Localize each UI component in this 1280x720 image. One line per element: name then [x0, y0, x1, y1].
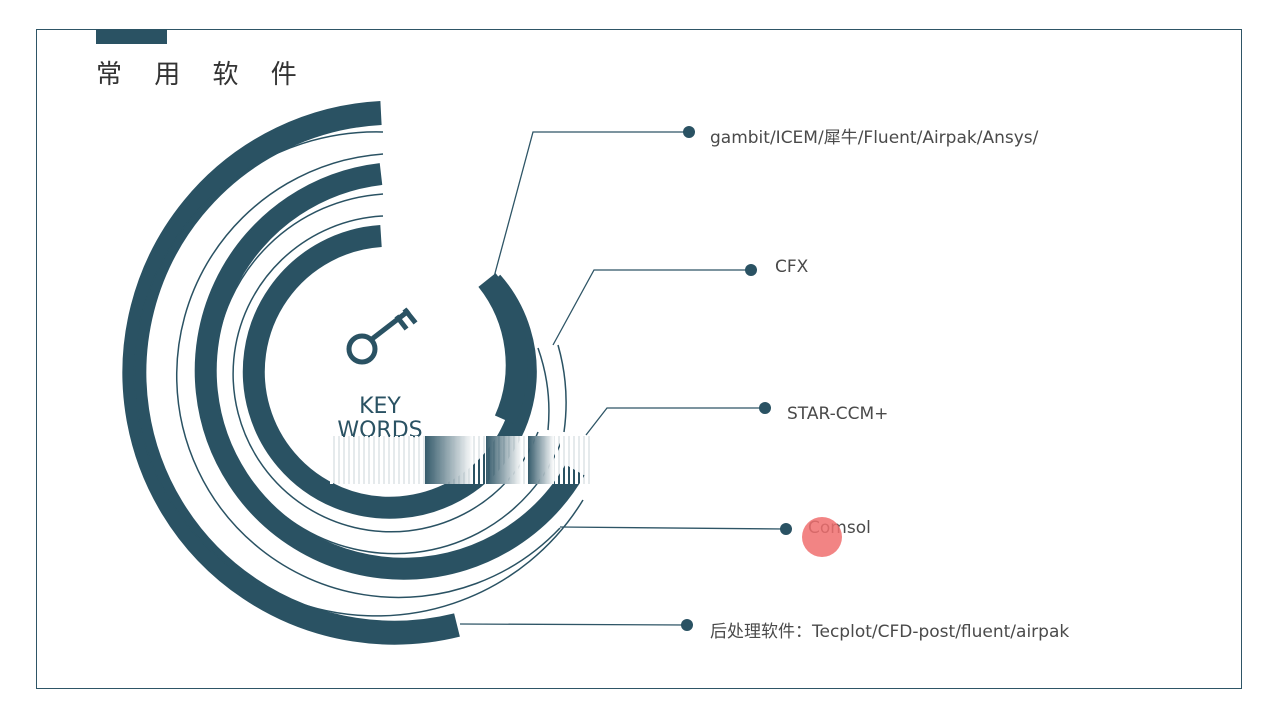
arc-right-hollow: [537, 347, 550, 431]
transition-artifact-block-2: [486, 436, 522, 484]
transition-artifact-block-1: [425, 436, 473, 484]
label-item-5: 后处理软件：Tecplot/CFD-post/fluent/airpak: [710, 622, 1070, 642]
arc-second-thin: [213, 193, 563, 555]
arc-outer-thin: [133, 131, 584, 617]
label-item-1: gambit/ICEM/犀牛/Fluent/Airpak/Ansys/: [710, 128, 1039, 148]
dot-3: [759, 402, 771, 414]
cursor-highlight: [802, 517, 842, 557]
arc-second-thick: [194, 163, 585, 580]
title-accent-bar: [96, 29, 167, 44]
connector-3: [585, 407, 764, 436]
arc-right-hollow-outer: [557, 344, 567, 433]
dot-1: [683, 126, 695, 138]
label-item-2: CFX: [775, 257, 809, 277]
key-icon: [346, 307, 418, 365]
dot-5: [681, 619, 693, 631]
connector-2: [552, 269, 750, 346]
arc-outer-thick: [122, 101, 460, 645]
connector-4: [559, 526, 786, 530]
transition-artifact-block-3: [528, 436, 554, 484]
slide-frame: [36, 29, 1242, 689]
connector-dots: [681, 126, 792, 631]
connector-lines: [459, 131, 786, 626]
arc-inner-right: [478, 273, 528, 425]
dot-2: [745, 264, 757, 276]
connector-5: [459, 623, 687, 626]
arc-outer-thin-inner: [175, 153, 561, 599]
center-text-line-1: KEY: [359, 394, 401, 419]
connector-1: [493, 131, 688, 278]
label-item-3: STAR-CCM+: [787, 404, 889, 424]
dot-4: [780, 523, 792, 535]
page-title: 常 用 软 件: [96, 60, 309, 90]
arc-second-thin-inner: [232, 215, 539, 533]
arc-group: [122, 101, 585, 645]
